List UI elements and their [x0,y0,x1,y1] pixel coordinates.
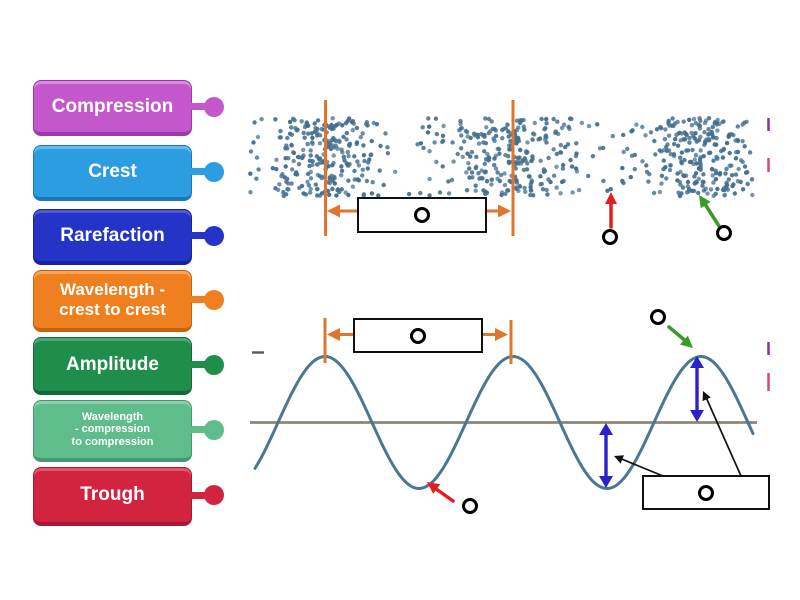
answer-slot-icon[interactable] [602,229,618,245]
answer-slot-icon[interactable] [698,484,714,501]
drop-box-wavelength-top[interactable] [357,197,487,233]
drop-spot-crest[interactable] [650,309,666,325]
connector-knob-icon [204,485,224,505]
label-chip-text: Wavelength - crest to crest [59,280,166,319]
answer-slot-icon[interactable] [650,309,666,325]
connector-knob-icon [204,96,224,117]
answer-slot-icon[interactable] [414,207,430,223]
label-chip-text: Wavelength - compression to compression [71,411,154,448]
label-chip-text: Trough [80,484,145,506]
label-chip-crest[interactable]: Crest [33,145,224,201]
label-chip-rarefaction[interactable]: Rarefaction [33,209,224,265]
drop-spot-trough[interactable] [462,498,478,514]
connector-stub [190,491,208,499]
connector-stub [190,103,208,110]
connector-knob-icon [204,289,224,310]
connector-knob-icon [204,354,224,375]
connector-knob-icon [204,161,224,182]
label-chip-text: Rarefaction [60,224,165,246]
connector-knob-icon [204,225,224,246]
answer-slot-icon[interactable] [462,498,478,514]
sine-wave [253,355,755,490]
connector-knob-icon [204,419,224,440]
longitudinal-dots [248,116,755,199]
drop-box-amplitude[interactable] [642,475,770,510]
label-chip-text: Amplitude [66,353,159,375]
answer-slot-icon[interactable] [716,225,732,241]
amplitude-connector-lines [614,391,742,477]
answer-slot-icon[interactable] [410,327,426,344]
compression-pointer-arrow [699,195,721,228]
rarefaction-pointer-arrow [605,192,617,229]
label-chip-compression[interactable]: Compression [33,80,224,136]
label-chip-text: Compression [51,95,174,117]
drop-spot-rarefaction[interactable] [602,229,618,245]
label-chip-wavelength-crest[interactable]: Wavelength - crest to crest [33,270,224,332]
label-chip-trough[interactable]: Trough [33,467,224,526]
connector-stub [190,426,208,433]
crest-pointer-arrow [667,325,693,348]
drop-box-wavelength-bottom[interactable] [353,318,483,353]
label-chip-wavelength-compression[interactable]: Wavelength - compression to compression [33,400,224,462]
drop-spot-compression[interactable] [716,225,732,241]
label-chip-text: Crest [88,160,137,182]
label-chip-amplitude[interactable]: Amplitude [33,337,224,395]
trough-pointer-arrow [427,482,455,503]
connector-stub [190,168,208,175]
connector-stub [190,296,208,303]
connector-stub [190,361,208,368]
amplitude-arrows [599,356,704,488]
connector-stub [190,232,208,239]
